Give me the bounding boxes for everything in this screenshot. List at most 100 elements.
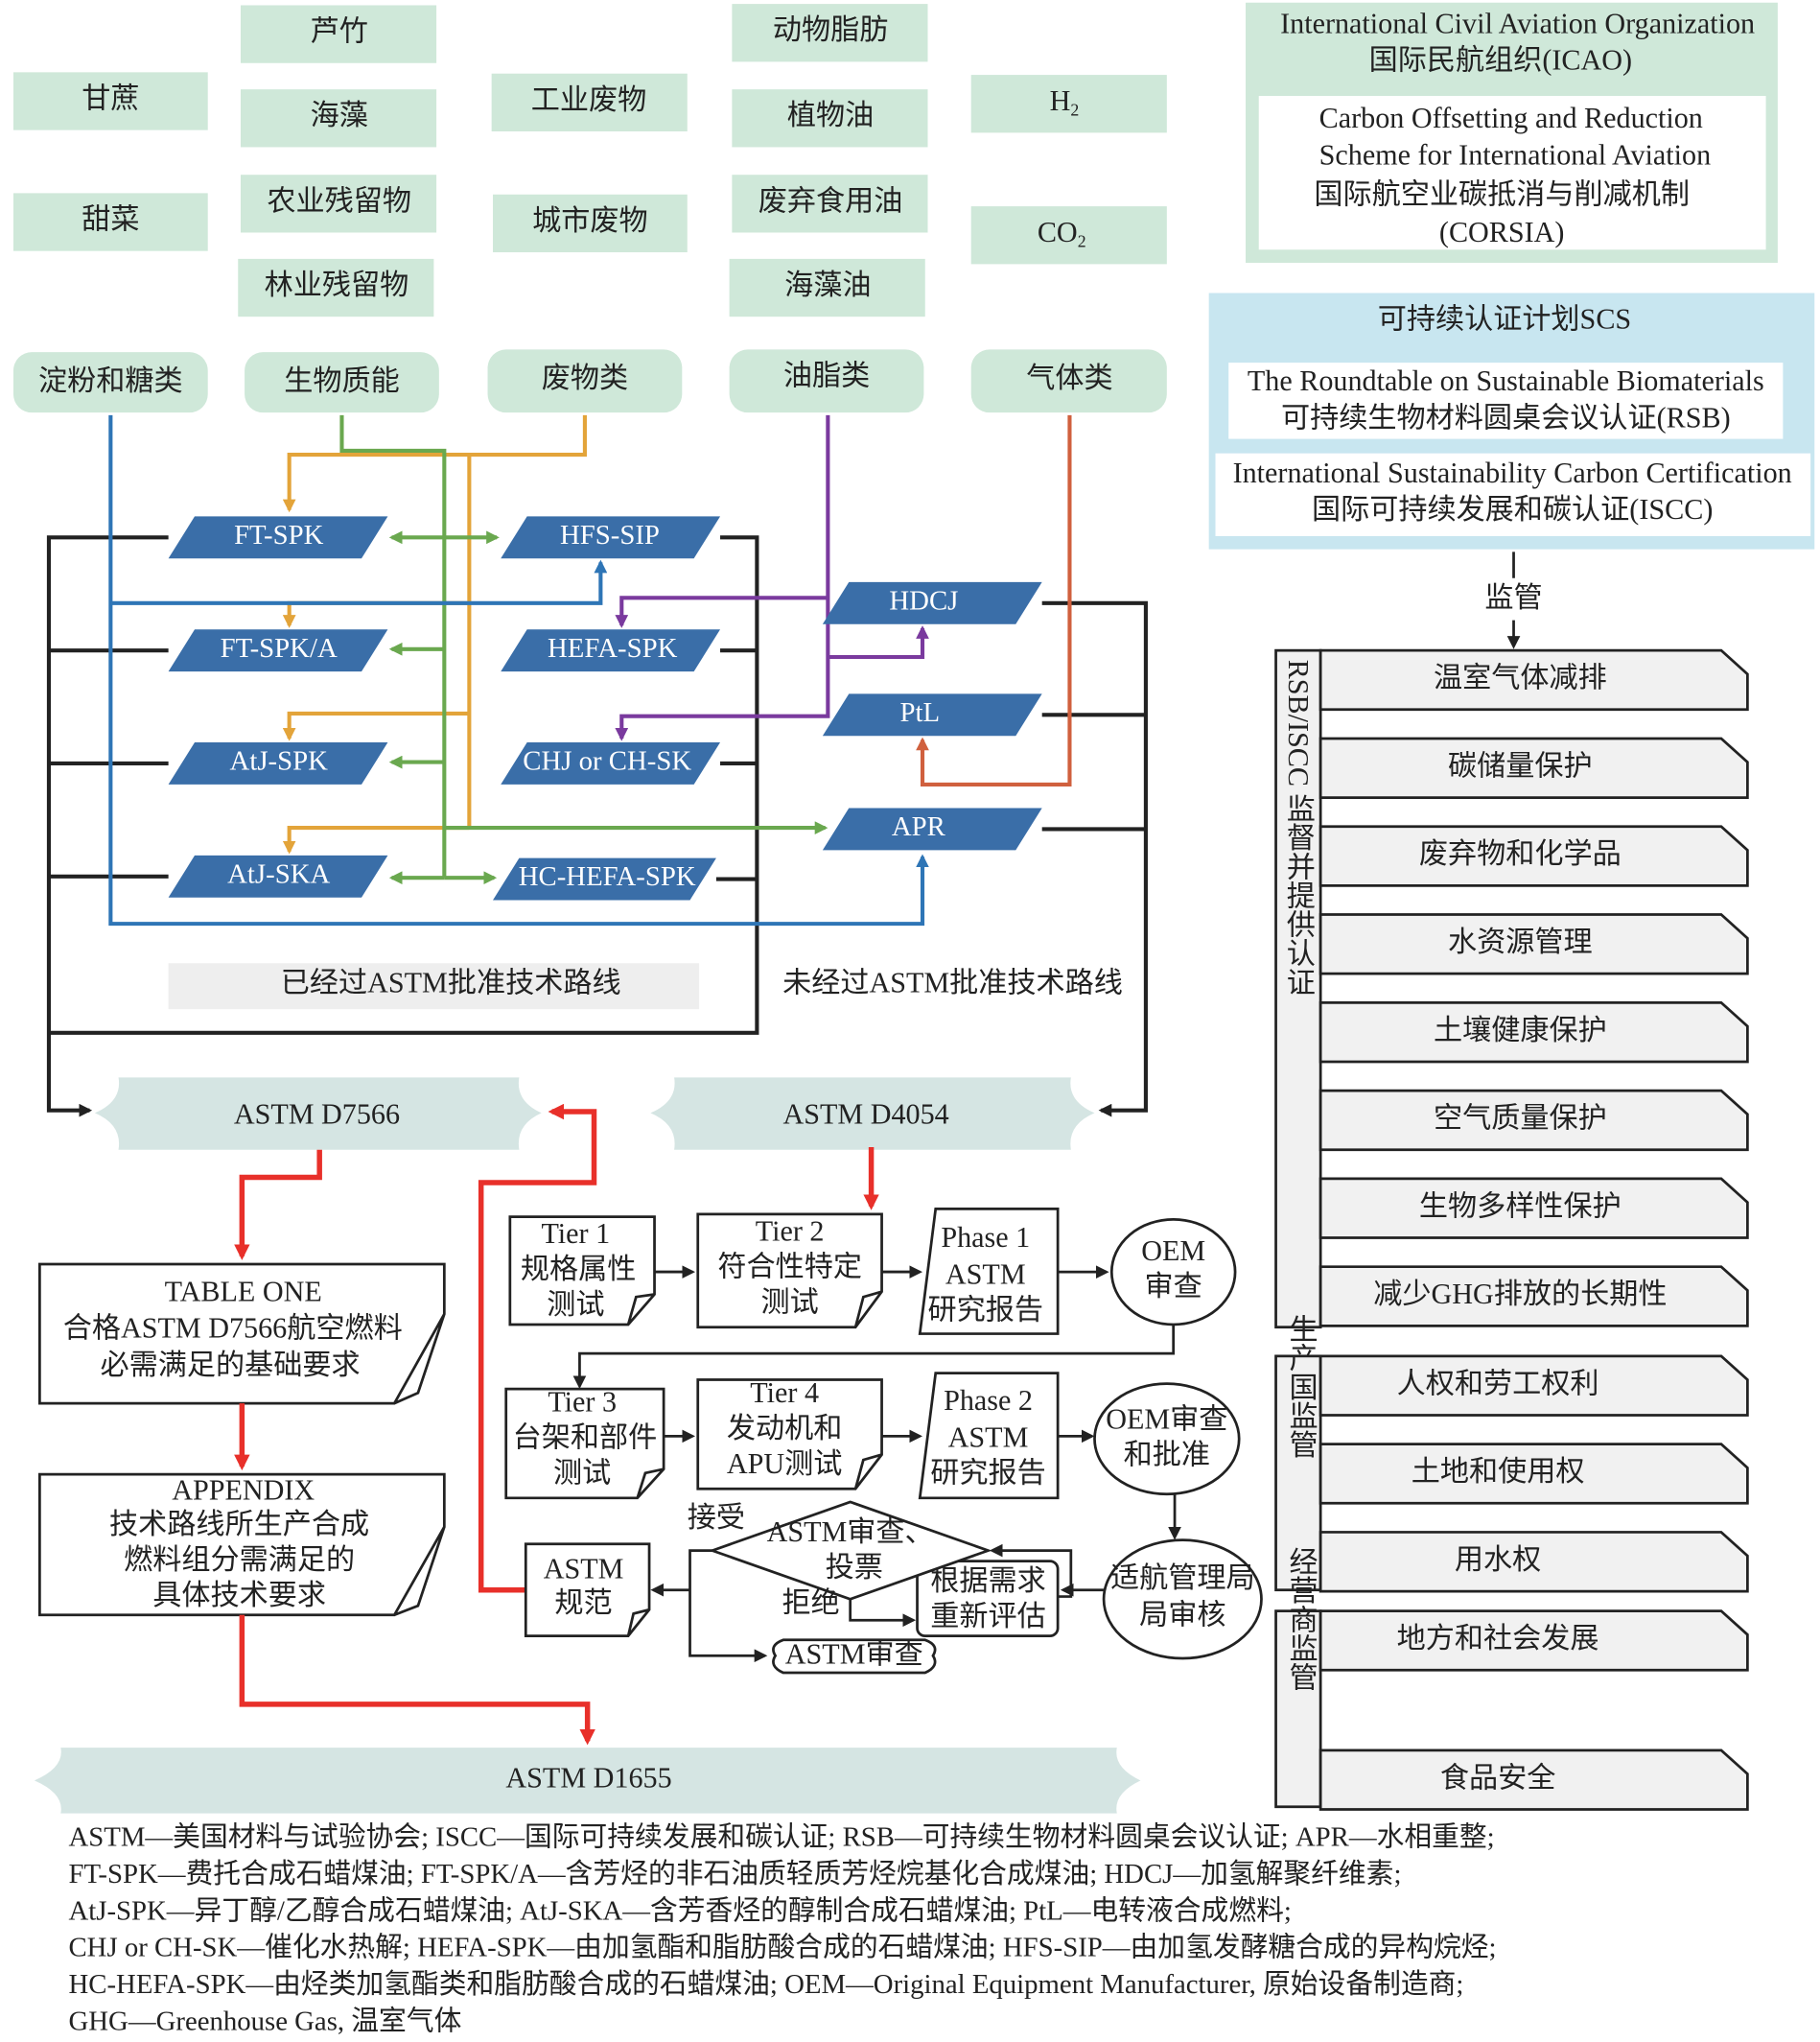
supervision-item: 减少GHG排放的长期性 <box>1373 1278 1667 1310</box>
icao-box: International Civil Aviation Organizatio… <box>1246 2 1778 264</box>
supervision-rsb-iscc: RSB/ISCC 监督并提供认证 温室气体减排碳储量保护废弃物和化学品水资源管理… <box>1274 648 1749 1329</box>
route-lines <box>108 414 1072 927</box>
supervision-item: 食品安全 <box>1440 1761 1555 1794</box>
supervision-item: 用水权 <box>1455 1543 1541 1576</box>
corsia-line: Scheme for International Aviation <box>1319 138 1712 171</box>
approved-pathways: FT-SPK HFS-SIP FT-SPK/A HEFA-SPK AtJ-SPK… <box>168 516 721 901</box>
oem-approval: 和批准 <box>1124 1438 1210 1470</box>
supervision-item-box <box>1318 1354 1749 1417</box>
corsia-line: Carbon Offsetting and Reduction <box>1319 102 1703 134</box>
supervision-item-box <box>1318 648 1749 712</box>
supervision-item-box <box>1318 825 1749 887</box>
pathway-chj: CHJ or CH-SK <box>523 746 691 777</box>
phase2: 研究报告 <box>930 1456 1046 1489</box>
supervision-item: 土地和使用权 <box>1412 1455 1585 1488</box>
supervision-item-box <box>1318 1177 1749 1239</box>
supervision-item: 土壤健康保护 <box>1434 1014 1607 1046</box>
astm-review: ASTM审查 <box>785 1638 923 1671</box>
phase1: 研究报告 <box>928 1294 1044 1326</box>
oem-approval: OEM审查 <box>1106 1402 1227 1435</box>
pathway-ptl: PtL <box>899 697 940 728</box>
connector-lines-black <box>46 535 1148 1117</box>
oem-review: 审查 <box>1145 1270 1202 1303</box>
supervision-item: 水资源管理 <box>1448 926 1593 958</box>
supervision-item-box <box>1318 1749 1749 1811</box>
pathway-hdcj: HDCJ <box>889 585 958 616</box>
tier1: Tier 1 <box>541 1217 610 1250</box>
supervision-item-box <box>1318 1265 1749 1327</box>
pathway-atj-ska: AtJ-SKA <box>227 858 330 889</box>
feedstock-forest-residue: 林业残留物 <box>265 269 409 301</box>
phase1: Phase 1 <box>941 1221 1030 1254</box>
feedstock-vegetable-oil: 植物油 <box>787 99 874 131</box>
supervision-item: 温室气体减排 <box>1434 662 1607 694</box>
pathway-ft-spk-a: FT-SPK/A <box>221 633 338 664</box>
tier2: Tier 2 <box>756 1214 825 1247</box>
d4054-flowchart: Tier 1 规格属性 测试 Tier 2 符合性特定 测试 Phase 1 A… <box>504 1208 1263 1675</box>
appendix-line: 具体技术要求 <box>152 1579 326 1611</box>
supervise-label: 监管 <box>1484 581 1542 614</box>
supervision-item: 生物多样性保护 <box>1419 1189 1622 1222</box>
pathway-atj-spk: AtJ-SPK <box>230 746 329 777</box>
footnote-line: AtJ-SPK—异丁醇/乙醇合成石蜡煤油; AtJ-SKA—含芳香烃的醇制合成石… <box>69 1895 1292 1926</box>
tier4: APU测试 <box>727 1447 843 1480</box>
appendix-line: APPENDIX <box>172 1473 315 1506</box>
astm-d1655: ASTM D1655 <box>505 1761 671 1794</box>
table-one-line: TABLE ONE <box>165 1275 322 1307</box>
footnote-line: GHG—Greenhouse Gas, 温室气体 <box>69 2006 462 2036</box>
feedstock-co2: CO2 <box>1038 216 1086 250</box>
supervision-item-box <box>1318 737 1749 799</box>
supervision-item-box <box>1318 1089 1749 1152</box>
rsb-line: 可持续生物材料圆桌会议认证(RSB) <box>1281 401 1731 434</box>
re-evaluate: 重新评估 <box>930 1600 1046 1632</box>
supervision-item-box <box>1318 1000 1749 1064</box>
approved-routes-label: 已经过ASTM批准技术路线 <box>281 966 621 998</box>
icao-title-en: International Civil Aviation Organizatio… <box>1280 7 1755 39</box>
footnotes: ASTM—美国材料与试验协会; ISCC—国际可持续发展和碳认证; RSB—可持… <box>69 1822 1497 2037</box>
feedstock-algae-oil: 海藻油 <box>784 269 871 301</box>
supervision-item-box <box>1318 1531 1749 1593</box>
category-oils: 油脂类 <box>783 359 870 391</box>
feedstock-sugarcane: 甘蔗 <box>82 82 139 114</box>
icao-title-zh: 国际民航组织(ICAO) <box>1369 44 1632 77</box>
pathway-apr: APR <box>892 811 946 842</box>
table-one-line: 合格ASTM D7566航空燃料 <box>63 1312 403 1345</box>
phase2: Phase 2 <box>944 1384 1033 1417</box>
supervision-item-box <box>1318 1443 1749 1505</box>
tier1: 测试 <box>547 1288 604 1321</box>
table-one-line: 必需满足的基础要求 <box>100 1349 360 1381</box>
supervision-item: 碳储量保护 <box>1448 749 1593 782</box>
astm-vote: 投票 <box>826 1551 883 1584</box>
phase2: ASTM <box>948 1420 1029 1453</box>
category-starch-sugar: 淀粉和糖类 <box>38 364 183 397</box>
feedstock-categories: 淀粉和糖类 生物质能 废物类 油脂类 气体类 <box>12 349 1167 413</box>
feedstock-beet: 甜菜 <box>82 202 139 235</box>
re-evaluate: 根据需求 <box>930 1564 1046 1597</box>
footnote-line: CHJ or CH-SK—催化水热解; HEFA-SPK—由加氢酯和脂肪酸合成的… <box>69 1933 1497 1963</box>
supervision-item: 废弃物和化学品 <box>1419 837 1622 870</box>
footnote-line: ASTM—美国材料与试验协会; ISCC—国际可持续发展和碳认证; RSB—可持… <box>69 1822 1495 1853</box>
rsb-line: The Roundtable on Sustainable Biomateria… <box>1248 364 1764 397</box>
astm-spec: 规范 <box>554 1586 612 1619</box>
feedstock-agri-residue: 农业残留物 <box>267 184 411 217</box>
tier3: Tier 3 <box>548 1385 617 1418</box>
feedstock-municipal-waste: 城市废物 <box>532 204 648 237</box>
tier3: 台架和部件 <box>513 1420 658 1453</box>
appendix-line: 技术路线所生产合成 <box>109 1508 369 1540</box>
unapproved-routes-label: 未经过ASTM批准技术路线 <box>782 966 1123 998</box>
supervision-item-box <box>1318 913 1749 975</box>
feedstock-h2: H2 <box>1050 84 1080 119</box>
corsia-line: 国际航空业碳抵消与削减机制 <box>1314 177 1690 210</box>
feedstock-industrial-waste: 工业废物 <box>531 83 647 116</box>
footnote-line: HC-HEFA-SPK—由烃类加氢酯类和脂肪酸合成的石蜡煤油; OEM—Orig… <box>69 1969 1464 2000</box>
tier1: 规格属性 <box>521 1253 637 1285</box>
iscc-line: 国际可持续发展和碳认证(ISCC) <box>1312 493 1713 526</box>
phase1: ASTM <box>945 1258 1026 1291</box>
pathway-hefa-spk: HEFA-SPK <box>548 633 678 664</box>
category-gas: 气体类 <box>1026 362 1112 394</box>
scs-title: 可持续认证计划SCS <box>1378 303 1631 336</box>
astm-spec: ASTM <box>544 1552 624 1584</box>
